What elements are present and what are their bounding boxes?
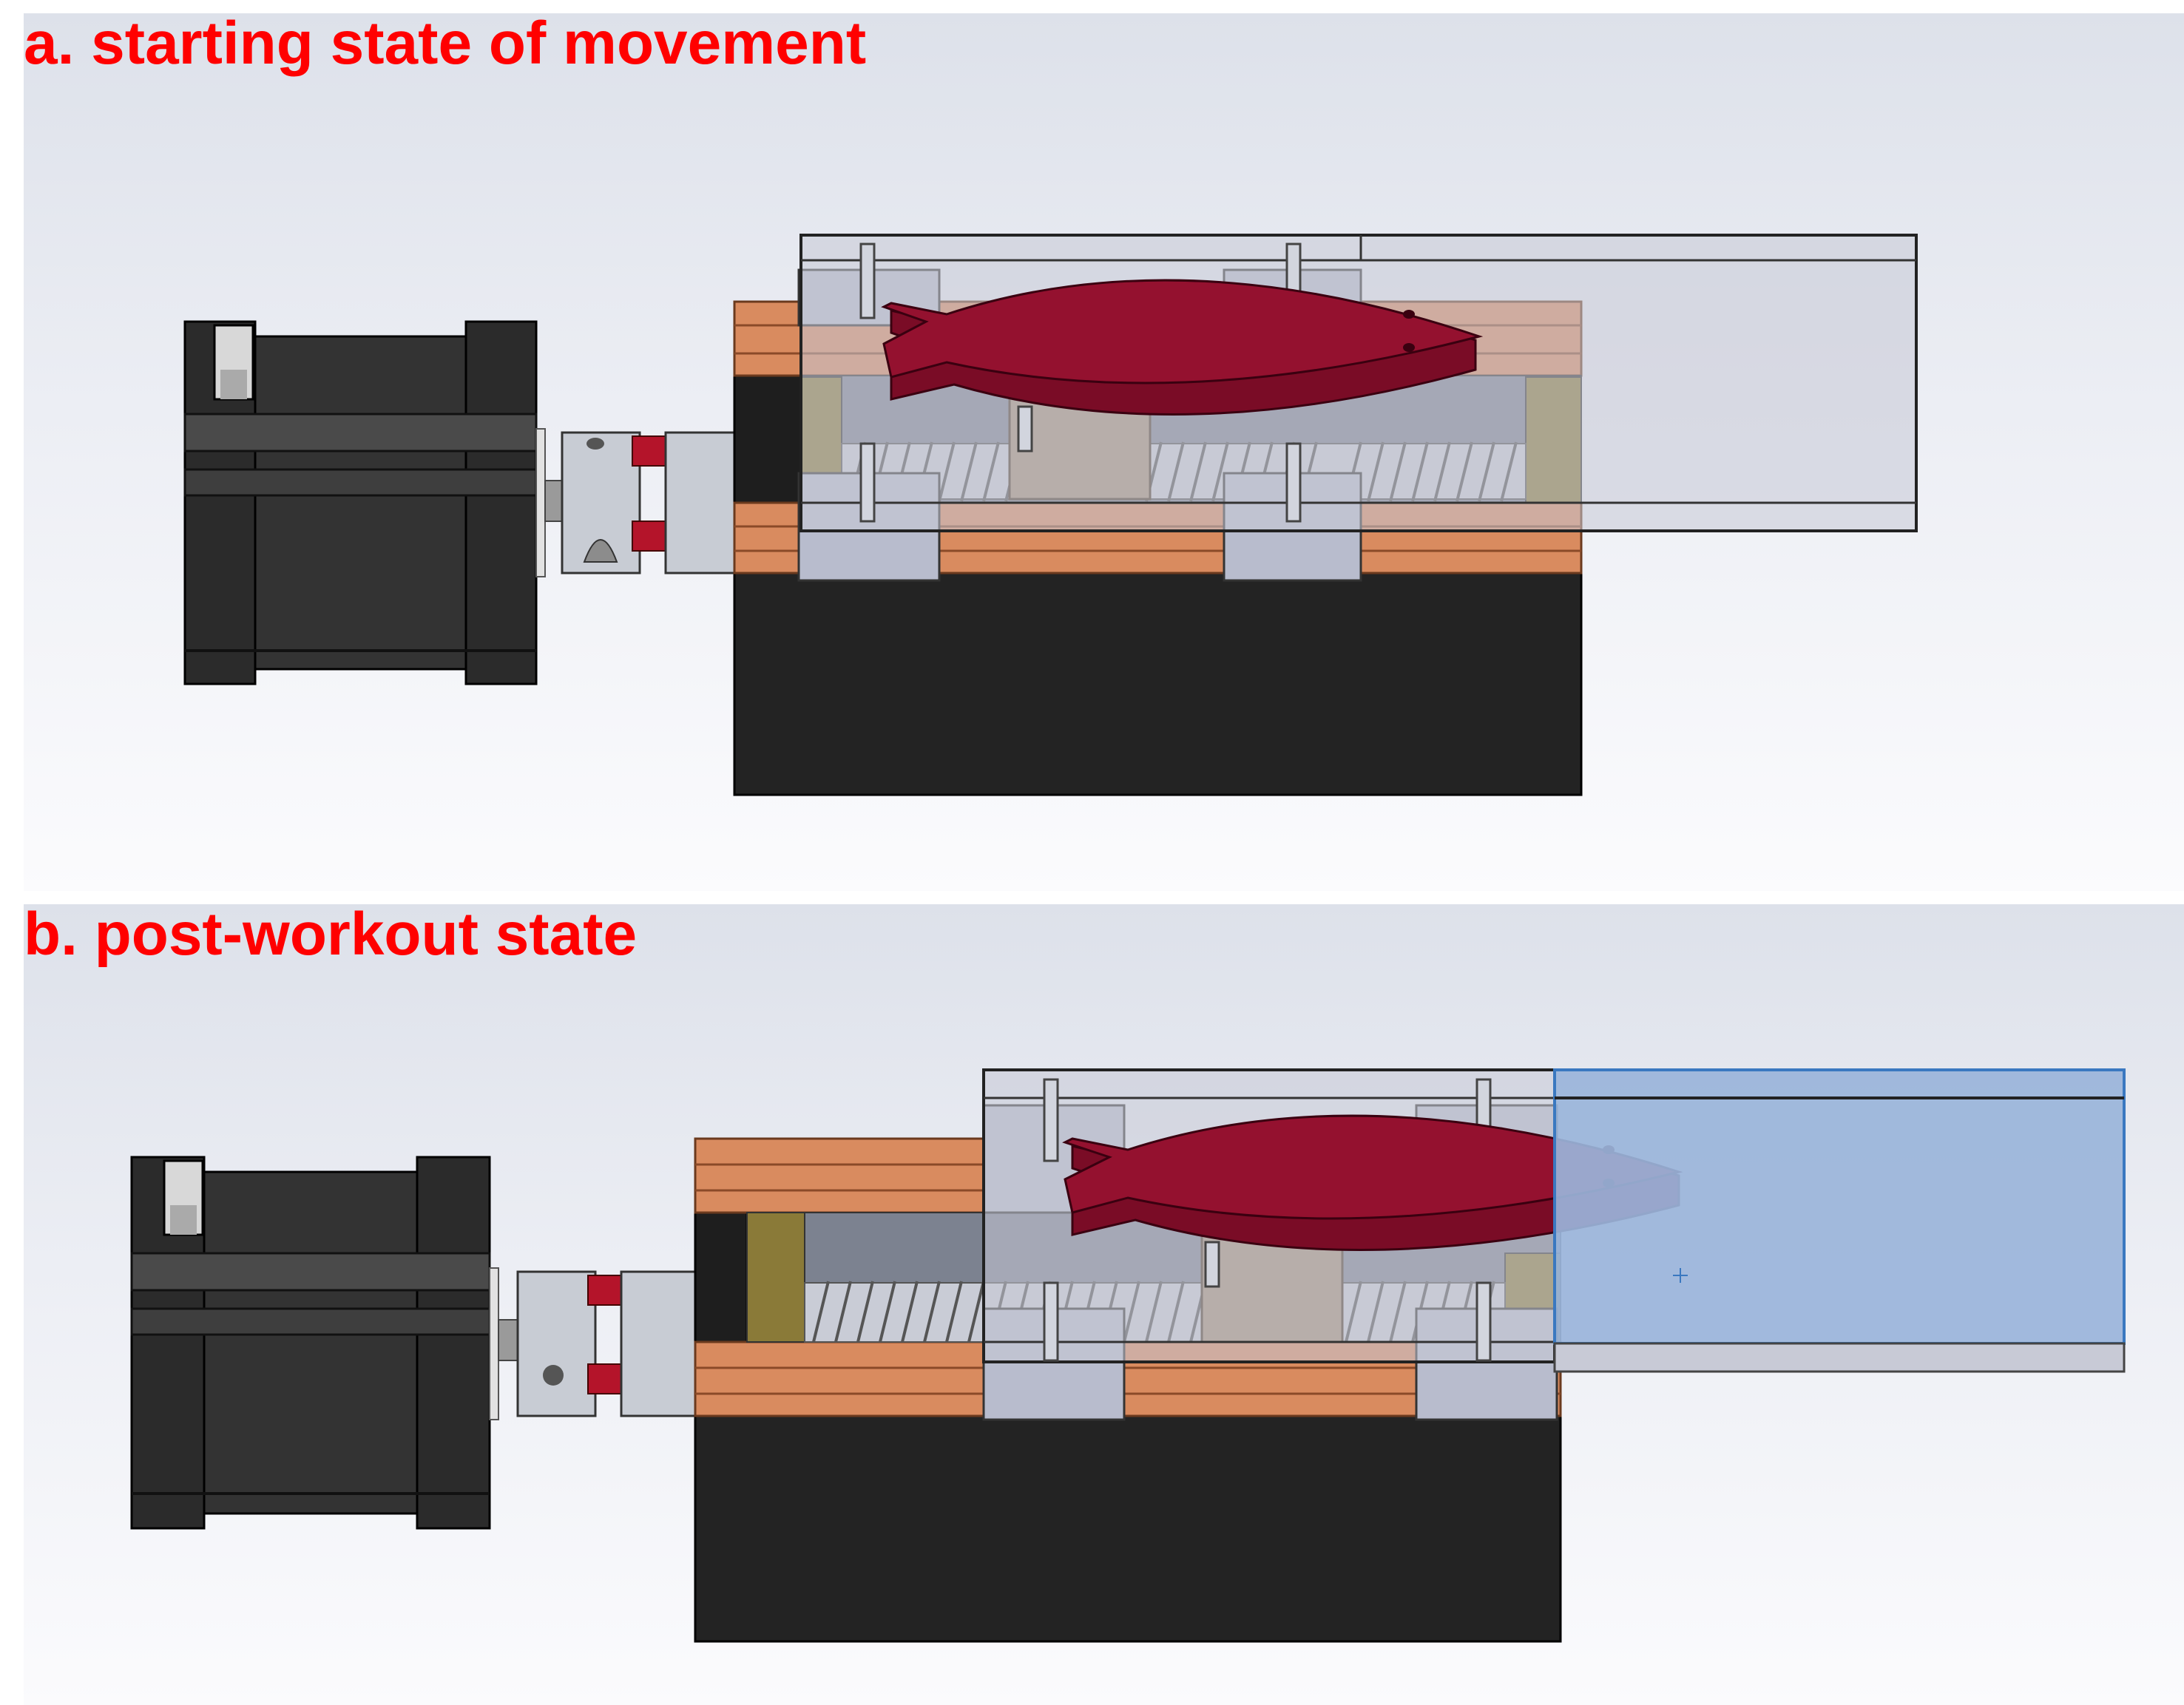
fish-model	[1062, 1114, 1683, 1251]
panel-b-post-workout-state: b. post-workout state	[0, 891, 2184, 1705]
guide-rail-top	[694, 1137, 989, 1214]
shaft-coupling	[544, 431, 771, 574]
shaft-coupling	[498, 1270, 730, 1417]
base-block	[733, 568, 1583, 796]
bearing-block-left	[746, 1212, 805, 1343]
panel-a-starting-state: a. starting state of movement	[24, 10, 2184, 891]
tank-selected-section	[1553, 1068, 2126, 1373]
panel-a-caption: a. starting state of movement	[24, 10, 867, 77]
stepper-motor	[183, 320, 546, 685]
fish-model	[881, 279, 1484, 416]
mechanism-drawing-a	[183, 234, 1918, 796]
stepper-motor	[130, 1156, 499, 1530]
base-block	[694, 1411, 1562, 1643]
panel-b-caption: b. post-workout state	[24, 901, 638, 968]
mechanism-drawing-b	[130, 1068, 2126, 1643]
